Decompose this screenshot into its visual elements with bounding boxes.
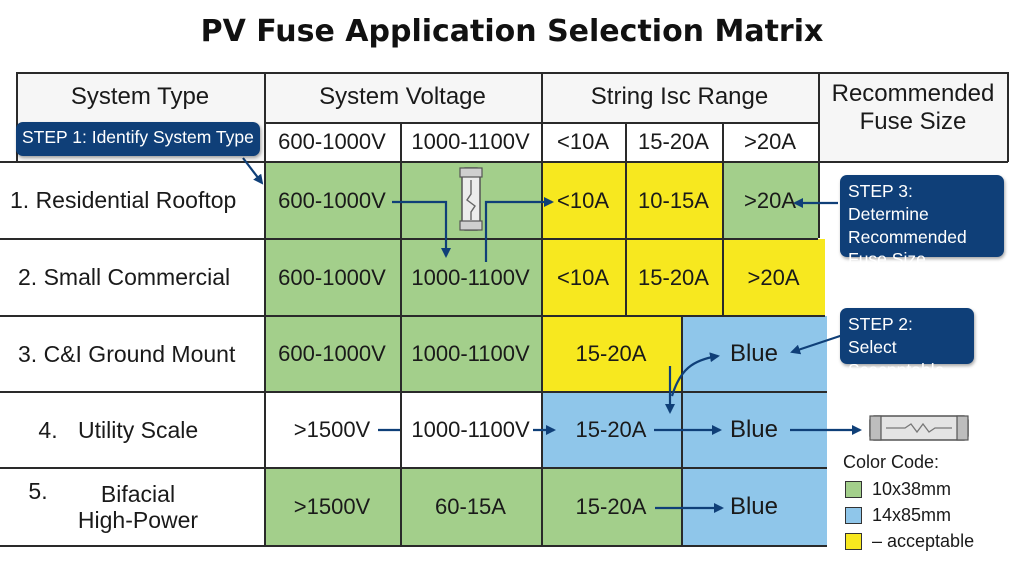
grid-line: [264, 72, 266, 546]
row3-voltage-1: 600-1000V: [264, 316, 400, 392]
row-label-residential-rooftop: 1. Residential Rooftop: [0, 162, 264, 239]
step2-line2: Scecpntable: [848, 359, 945, 380]
legend-swatch-blue: [845, 507, 862, 524]
page-title: PV Fuse Application Selection Matrix: [200, 14, 824, 49]
row3-isc: 15-20A: [541, 316, 681, 392]
row4-number: 4.: [38, 416, 58, 443]
legend-item: 14x85mm: [845, 505, 951, 526]
subheader-isc-2: 15-20A: [625, 122, 722, 162]
legend-item: 10x38mm: [845, 479, 951, 500]
grid-line: [818, 72, 820, 238]
grid-line: [1007, 72, 1009, 162]
header-system-voltage: System Voltage: [264, 72, 541, 122]
row1-isc-1: <10A: [541, 162, 625, 239]
row4-label: Utility Scale: [78, 416, 199, 443]
legend-item: – acceptable: [845, 531, 974, 552]
subheader-isc-1: <10A: [541, 122, 625, 162]
row3-voltage-2: 1000-1100V: [400, 316, 541, 392]
row5-number: 5.: [28, 478, 48, 504]
row2-voltage-1: 600-1000V: [264, 239, 400, 316]
row1-voltage-1: 600-1000V: [264, 162, 400, 239]
legend-label: 14x85mm: [872, 505, 952, 525]
fuse-vertical-icon: [459, 167, 483, 231]
legend-swatch-green: [845, 481, 862, 498]
grid-line: [541, 72, 543, 546]
step2-callout: STEP 2: Select Scecpntable: [840, 308, 974, 380]
step3-line2: Recommended: [848, 226, 967, 247]
row-label-bifacial-high-power: 5. Bifacial High-Power: [0, 468, 264, 546]
row1-isc-3: >20A: [722, 162, 818, 239]
subheader-voltage-1: 600-1000V: [264, 122, 400, 162]
step2-line1: STEP 2: Select: [848, 314, 913, 357]
grid-line: [722, 122, 724, 316]
row-label-utility-scale: 4. Utility Scale: [0, 392, 264, 468]
fuse-horizontal-icon: [869, 415, 969, 441]
header-recommended-fuse-size: Recommended Fuse Size: [818, 72, 1008, 162]
subheader-isc-3: >20A: [722, 122, 818, 162]
grid-line: [625, 122, 627, 316]
row3-fuse: Blue: [681, 316, 827, 392]
row1-isc-2: 10-15A: [625, 162, 722, 239]
step3-callout: STEP 3: Determine Recommended Fuse Size: [840, 175, 1004, 269]
legend-swatch-yellow: [845, 533, 862, 550]
row2-isc-2: 15-20A: [625, 239, 722, 316]
grid-line: [16, 72, 1008, 74]
row2-isc-3: >20A: [722, 239, 825, 316]
grid-line: [0, 391, 827, 393]
row4-voltage-2: 1000-1100V: [400, 392, 541, 468]
header-system-type: System Type: [16, 72, 264, 122]
row2-isc-1: <10A: [541, 239, 625, 316]
row5-voltage-2: 60-15A: [400, 468, 541, 546]
row-label-small-commercial: 2. Small Commercial: [0, 239, 264, 316]
grid-line: [0, 467, 827, 469]
legend-label: 10x38mm: [872, 479, 952, 499]
legend-label: – acceptable: [872, 531, 975, 551]
step3-line1: STEP 3: Determine: [848, 181, 929, 224]
row2-voltage-2: 1000-1100V: [400, 239, 541, 316]
row5-fuse: Blue: [681, 468, 827, 546]
row5-label-line2: High-Power: [77, 507, 199, 533]
row-label-ci-ground-mount: 3. C&I Ground Mount: [0, 316, 264, 392]
row5-voltage-1: >1500V: [264, 468, 400, 546]
legend-title: Color Code:: [843, 452, 940, 472]
grid-line: [0, 315, 825, 317]
subheader-voltage-2: 1000-1100V: [400, 122, 541, 162]
row4-voltage-1: >1500V: [264, 392, 400, 468]
grid-line: [0, 161, 1008, 163]
row5-label-line1: Bifacial: [100, 480, 176, 507]
grid-line: [400, 122, 402, 546]
header-string-isc-range: String Isc Range: [541, 72, 818, 122]
step3-line3: Fuse Size: [848, 249, 926, 270]
grid-line: [0, 545, 827, 547]
grid-line: [0, 238, 818, 240]
grid-line: [16, 72, 18, 162]
step1-callout: STEP 1: Identify System Type: [16, 122, 260, 156]
